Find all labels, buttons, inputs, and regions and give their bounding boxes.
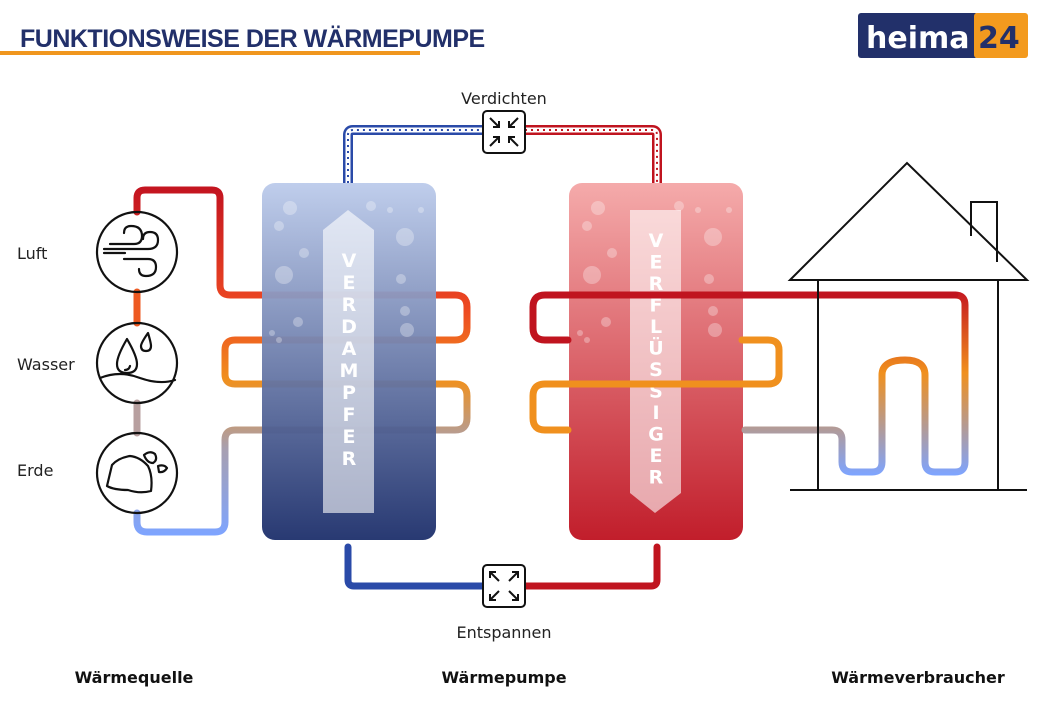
wind-icon: [95, 210, 179, 294]
up-arrow: [323, 210, 374, 513]
source-label-erde: Erde: [17, 461, 53, 480]
label-letter: V: [342, 250, 357, 272]
label-letter: E: [343, 426, 356, 448]
label-letter: A: [342, 338, 357, 360]
label-letter: S: [649, 359, 663, 381]
heima24-logo: heima 24: [858, 13, 1028, 58]
section-label-consumer: Wärmeverbraucher: [831, 668, 1005, 687]
section-label-pump: Wärmepumpe: [441, 668, 566, 687]
label-letter: E: [650, 445, 663, 467]
water-drop-icon: [95, 321, 179, 405]
consumer-pipe: [741, 291, 969, 476]
consumer-pipe: [529, 291, 959, 344]
label-letter: R: [342, 294, 357, 316]
refrigerant-pipe-bottom-blue: [344, 543, 487, 590]
expansion-label: Entspannen: [456, 623, 551, 642]
source-pipe: [133, 186, 471, 536]
refrigerant-pipe-bottom-red: [521, 543, 661, 590]
label-letter: Ü: [648, 336, 663, 360]
label-letter: F: [343, 404, 356, 426]
compressor-label: Verdichten: [461, 89, 547, 108]
label-letter: E: [650, 252, 663, 274]
stones-icon: [95, 431, 179, 515]
label-letter: P: [342, 382, 356, 404]
label-letter: E: [343, 272, 356, 294]
label-letter: M: [340, 360, 359, 382]
page-title: FUNKTIONSWEISE DER WÄRMEPUMPE: [20, 25, 485, 53]
source-label-wasser: Wasser: [17, 355, 75, 374]
label-letter: G: [648, 424, 664, 446]
source-label-luft: Luft: [17, 244, 47, 263]
house-icon: [787, 161, 1030, 491]
label-letter: L: [650, 316, 662, 338]
label-letter: R: [342, 448, 357, 470]
title-underline: [0, 51, 420, 55]
logo-text-heima: heima: [866, 21, 970, 56]
compressor-icon: [482, 110, 526, 154]
label-letter: R: [649, 273, 664, 295]
label-letter: F: [650, 295, 663, 317]
label-letter: V: [649, 230, 664, 252]
expansion-valve-icon: [482, 564, 526, 608]
section-label-source: Wärmequelle: [75, 668, 194, 687]
label-letter: I: [652, 402, 659, 424]
consumer-pipe: [529, 336, 783, 434]
logo-text-24: 24: [978, 21, 1020, 56]
down-arrow: [630, 210, 681, 513]
label-letter: D: [341, 316, 357, 338]
label-letter: R: [649, 467, 664, 489]
